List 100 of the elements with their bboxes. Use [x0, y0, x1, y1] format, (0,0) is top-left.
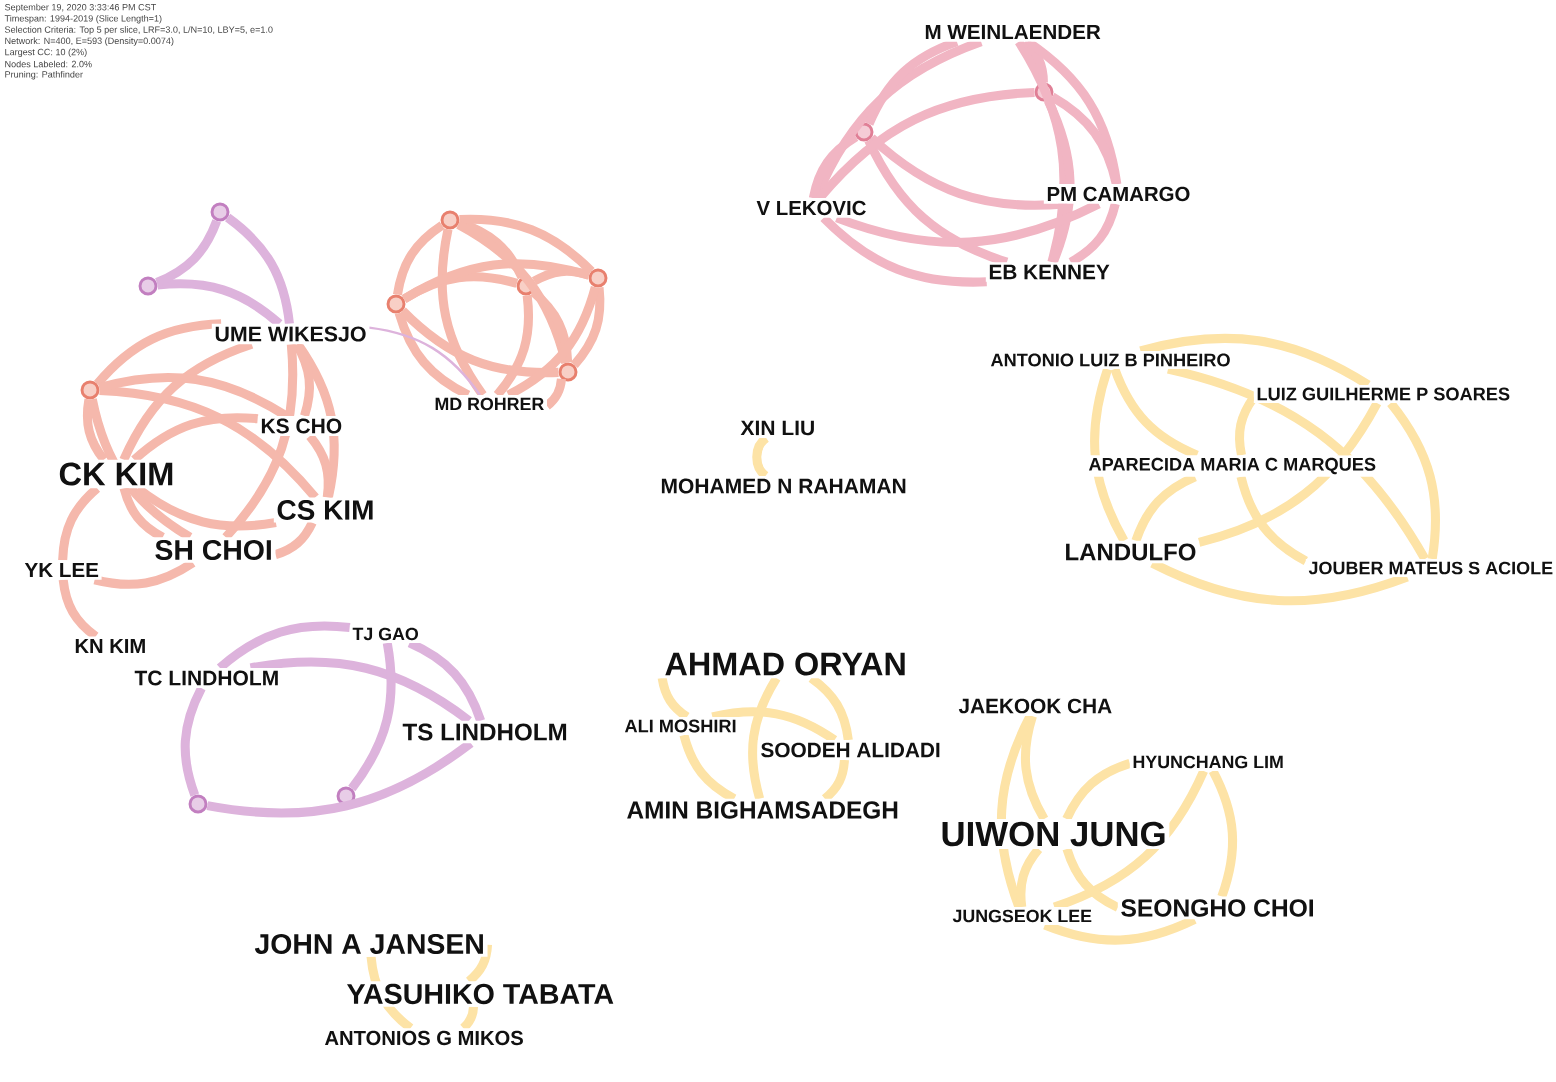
network-link: [530, 288, 573, 363]
network-link: [157, 279, 283, 328]
network-link: [1166, 364, 1429, 562]
network-link: [437, 228, 487, 398]
author-label: TC LINDHOLM: [134, 670, 278, 686]
network-link: [544, 378, 566, 410]
network-link: [58, 484, 101, 561]
network-link: [1150, 559, 1409, 606]
author-label: PM CAMARGO: [1047, 186, 1190, 202]
network-link: [401, 259, 591, 303]
node-circle: [558, 362, 578, 382]
network-link: [1062, 847, 1120, 912]
author-label: SH CHOI: [155, 539, 271, 561]
author-label: JOUBER MATEUS S ACIOLE: [1308, 561, 1553, 575]
author-label: KN KIM: [75, 639, 145, 653]
author-label: LUIZ GUILHERME P SOARES: [1257, 387, 1510, 401]
network-link: [135, 484, 277, 531]
network-link: [465, 944, 493, 985]
author-label: MOHAMED N RAHAMAN: [661, 478, 906, 494]
network-link: [460, 1006, 478, 1032]
network-link: [407, 638, 485, 723]
author-label: HYUNCHANG LIM: [1133, 755, 1283, 769]
network-link: [1139, 333, 1371, 389]
author-label: EB KENNEY: [989, 264, 1110, 280]
node-circle: [854, 122, 874, 142]
author-label: SOODEH ALIDADI: [761, 742, 940, 758]
network-link: [1043, 915, 1197, 945]
network-link: [1062, 759, 1132, 821]
node-circle: [138, 276, 158, 296]
network-link: [1131, 472, 1197, 543]
author-label: APARECIDA MARIA C MARQUES: [1088, 457, 1376, 475]
network-link: [752, 434, 770, 480]
network-link: [748, 675, 781, 800]
author-label: KS CHO: [261, 418, 342, 434]
node-circle: [336, 786, 356, 806]
author-label: ANTONIOS G MIKOS: [325, 1030, 523, 1046]
author-label: JOHN A JANSEN: [254, 933, 483, 955]
network-link: [369, 326, 481, 396]
network-link: [1387, 400, 1440, 560]
author-label: YK LEE: [24, 562, 99, 578]
author-label: M WEINLAENDER: [925, 24, 1101, 40]
author-label: CK KIM: [59, 462, 173, 486]
network-link: [99, 385, 319, 501]
author-label: V LEKOVIC: [756, 200, 866, 216]
network-link: [1236, 475, 1309, 565]
network-link: [493, 294, 534, 398]
author-label: CS KIM: [277, 500, 373, 520]
network-link: [93, 319, 222, 387]
node-circle: [386, 294, 406, 314]
network-link: [1197, 400, 1382, 547]
author-label: JAEKOOK CHA: [958, 698, 1112, 714]
author-label: YASUHIKO TABATA: [347, 983, 614, 1005]
network-link: [274, 520, 317, 559]
node-circle: [188, 794, 208, 814]
network-link: [1235, 394, 1258, 457]
author-label: AMIN BIGHAMSADEGH: [627, 801, 898, 819]
network-link: [532, 266, 591, 286]
network-link: [394, 311, 471, 400]
network-link: [868, 134, 1065, 210]
network-link: [87, 398, 193, 542]
network-link: [835, 199, 1101, 247]
network-link: [864, 138, 1009, 267]
network-link: [98, 372, 289, 420]
author-label: ALI MOSHIRI: [624, 719, 736, 733]
network-link: [249, 657, 472, 725]
network-link: [1016, 846, 1043, 908]
network-link: [366, 956, 414, 1032]
network-link: [864, 37, 959, 126]
network-link: [1021, 38, 1048, 83]
network-link: [459, 214, 595, 275]
network-link: [506, 285, 600, 399]
author-label: JUNGSEOK LEE: [952, 909, 1092, 923]
network-link: [82, 398, 108, 463]
network-link: [58, 579, 99, 640]
author-label: LANDULFO: [1066, 543, 1196, 561]
node-circle: [588, 268, 608, 288]
network-link: [216, 621, 351, 672]
author-label: ANTONIO LUIZ B PINHEIRO: [990, 353, 1230, 367]
network-link: [1043, 98, 1075, 264]
network-link: [1020, 714, 1049, 822]
author-label: TS LINDHOLM: [402, 723, 567, 741]
network-link: [206, 739, 474, 818]
network-link: [711, 707, 838, 744]
network-link: [401, 272, 519, 303]
network-link: [93, 558, 196, 589]
network-link: [1208, 768, 1238, 899]
network-link: [808, 133, 859, 200]
network-link: [224, 213, 294, 325]
node-circle: [80, 380, 100, 400]
network-link: [180, 686, 206, 797]
network-link: [292, 342, 314, 418]
network-link: [348, 642, 396, 792]
network-link: [1090, 367, 1129, 543]
author-label: UIWON JUNG: [942, 821, 1165, 847]
network-link: [131, 413, 259, 464]
author-label: MD ROHRER: [435, 397, 544, 411]
network-link: [679, 733, 737, 803]
network-link: [1015, 39, 1069, 264]
author-label: XIN LIU: [740, 420, 814, 436]
network-link: [816, 87, 1035, 202]
